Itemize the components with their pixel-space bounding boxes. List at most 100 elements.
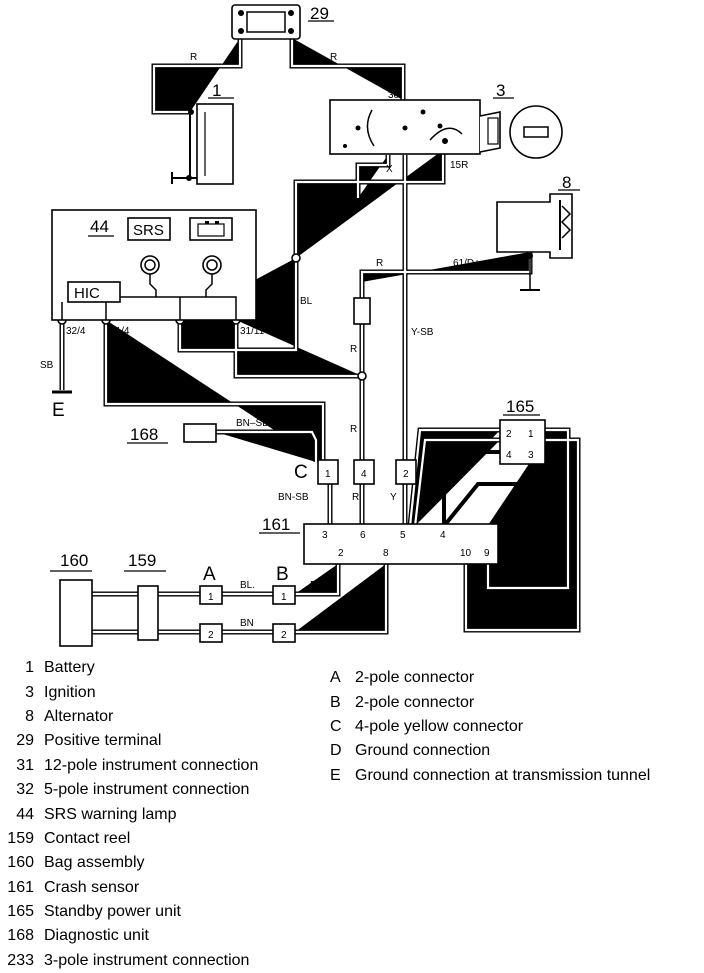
legend-key: 32 xyxy=(16,781,34,799)
sensor-pin: 8 xyxy=(383,548,389,559)
label-1: 1 xyxy=(212,81,221,100)
label-160: 160 xyxy=(60,551,88,570)
wire-label: BN–SB xyxy=(236,418,269,429)
legend-key: 159 xyxy=(7,829,34,847)
sensor-pin: 3 xyxy=(322,530,328,541)
sensor-pin: 2 xyxy=(338,548,344,559)
legend-key: 233 xyxy=(7,951,34,969)
ground-thick-wire xyxy=(442,482,532,540)
legend-item: 44 SRS warning lamp xyxy=(0,802,320,826)
standby-pin: 3 xyxy=(528,450,534,461)
inline-connector xyxy=(353,297,371,325)
legend-key: 168 xyxy=(7,927,34,945)
legend-key: 3 xyxy=(25,683,34,701)
letter-c: C xyxy=(294,462,308,483)
connector-a-pin: 1 xyxy=(208,592,214,603)
legend-key: D xyxy=(330,742,342,760)
legend-key: E xyxy=(330,766,341,784)
connector-b-pin: 1 xyxy=(281,592,287,603)
sensor-pin: 10 xyxy=(460,548,472,559)
label-159: 159 xyxy=(128,551,156,570)
legend-key: A xyxy=(330,669,341,687)
standby-pin: 1 xyxy=(528,429,534,440)
legend-label: Crash sensor xyxy=(44,878,140,896)
pin-x: X xyxy=(386,164,393,175)
legend-key: 1 xyxy=(25,659,34,677)
wire-label: BN xyxy=(240,618,254,629)
pin-15r: 15R xyxy=(450,160,468,171)
standby-thick-wire xyxy=(442,450,500,526)
pin-32-4: 32/4 xyxy=(66,326,86,337)
wire-label: R xyxy=(330,52,337,63)
label-8: 8 xyxy=(562,173,571,192)
connector-a: 1 2 A xyxy=(199,564,223,643)
legend-item: 233 3-pole instrument connection xyxy=(0,949,320,973)
diagnostic-unit: 168 xyxy=(127,423,217,444)
legend-key: 31 xyxy=(16,756,34,774)
connector-c: 1 4 2 C xyxy=(294,459,417,485)
label-3: 3 xyxy=(496,81,505,100)
legend-item: E Ground connection at transmission tunne… xyxy=(330,764,704,788)
legend-item: 8 Alternator xyxy=(0,705,320,729)
legend-key: 8 xyxy=(25,707,34,725)
legend-label: Bag assembly xyxy=(44,854,145,872)
wire-label: R xyxy=(315,360,322,371)
wire-label: R xyxy=(352,492,359,503)
legend-label: Positive terminal xyxy=(44,732,162,750)
positive-terminal: 29 xyxy=(231,4,334,40)
bag-assembly: 160 xyxy=(50,551,93,647)
ignition-switch: 3 30 X 15R xyxy=(329,81,563,175)
wire-label: R xyxy=(376,258,383,269)
legend-label: Ignition xyxy=(44,683,96,701)
wire-paths xyxy=(62,38,578,632)
letter-d: D xyxy=(524,546,538,567)
label-165: 165 xyxy=(506,397,534,416)
crash-sensor: 3 6 5 4 2 8 10 9 161 xyxy=(259,515,499,565)
srs-text: SRS xyxy=(133,222,164,239)
legend-key: B xyxy=(330,693,341,711)
contact-reel: 159 xyxy=(124,551,166,641)
alternator: 8 xyxy=(496,173,580,291)
legend-label: Ground connection at transmission tunnel xyxy=(355,766,651,784)
connector-c-pin: 1 xyxy=(325,469,331,480)
legend-item: 31 12-pole instrument connection xyxy=(0,754,320,778)
pin-30: 30 xyxy=(388,90,400,101)
wire-label: Y xyxy=(390,492,397,503)
battery: 1 xyxy=(171,81,234,185)
letter-e: E xyxy=(52,400,65,421)
legend-label: 12-pole instrument connection xyxy=(44,756,259,774)
legend-item: 3 Ignition xyxy=(0,680,320,704)
legend-label: SRS warning lamp xyxy=(44,805,177,823)
letter-b: B xyxy=(276,564,289,585)
legend-label: 2-pole connector xyxy=(355,669,475,687)
standby-power-unit: 2 1 4 3 165 xyxy=(499,397,546,465)
wire-label: SB xyxy=(40,360,54,371)
pin-31-11: 31/11 xyxy=(240,326,265,337)
wire-label: Y-SB xyxy=(411,327,434,338)
legend-key: 44 xyxy=(16,805,34,823)
legend-key: 165 xyxy=(7,903,34,921)
wire-label: BL xyxy=(310,580,323,591)
wiring-diagram: 29 R R 1 3 30 X 15R xyxy=(40,4,704,647)
legend-key: C xyxy=(330,717,342,735)
label-44: 44 xyxy=(90,217,109,236)
standby-pin: 4 xyxy=(506,450,512,461)
connector-a-pin: 2 xyxy=(208,630,214,641)
legend-item: A 2-pole connector xyxy=(330,666,704,690)
legend-label: 3-pole instrument connection xyxy=(44,951,250,969)
wire-label: R xyxy=(350,424,357,435)
sensor-pin: 5 xyxy=(400,530,406,541)
wire-label: R xyxy=(190,52,197,63)
wire-label: R xyxy=(350,344,357,355)
label-29: 29 xyxy=(310,4,329,23)
letter-a: A xyxy=(203,564,216,585)
hic-text: HIC xyxy=(74,285,100,302)
legend-label: Alternator xyxy=(44,707,114,725)
